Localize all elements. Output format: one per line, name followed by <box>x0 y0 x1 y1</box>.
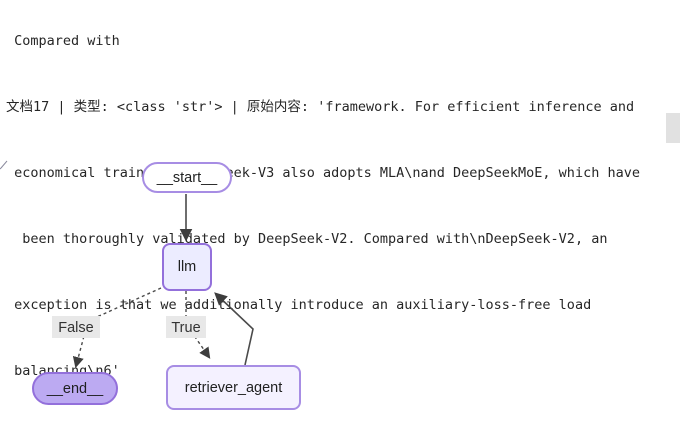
node-end-label: __end__ <box>46 380 104 397</box>
terminal-line-clipped: Compared with <box>6 33 120 49</box>
edge-label-true: True <box>166 316 206 338</box>
node-llm-label: llm <box>177 259 197 275</box>
node-llm: llm <box>162 243 212 291</box>
edge-label-true-text: True <box>171 319 201 336</box>
scrollbar-thumb[interactable] <box>666 113 680 143</box>
terminal-line: been thoroughly validated by DeepSeek-V2… <box>6 231 608 247</box>
terminal-line-doc-header: 文档17 | 类型: <class 'str'> | 原始内容: 'framew… <box>6 99 635 115</box>
stray-mark <box>0 160 8 170</box>
terminal-line: economical training, DeepSeek-V3 also ad… <box>6 165 640 181</box>
terminal-line: exception is that we additionally introd… <box>6 297 592 313</box>
node-retriever-agent: retriever_agent <box>166 365 301 410</box>
terminal-output: Compared with 文档17 | 类型: <class 'str'> |… <box>6 0 640 427</box>
edge-label-false: False <box>52 316 100 338</box>
node-start: __start__ <box>142 162 232 193</box>
node-start-label: __start__ <box>156 169 218 186</box>
edge-label-false-text: False <box>58 319 94 336</box>
node-retriever-agent-label: retriever_agent <box>184 379 283 396</box>
node-end: __end__ <box>32 372 118 405</box>
